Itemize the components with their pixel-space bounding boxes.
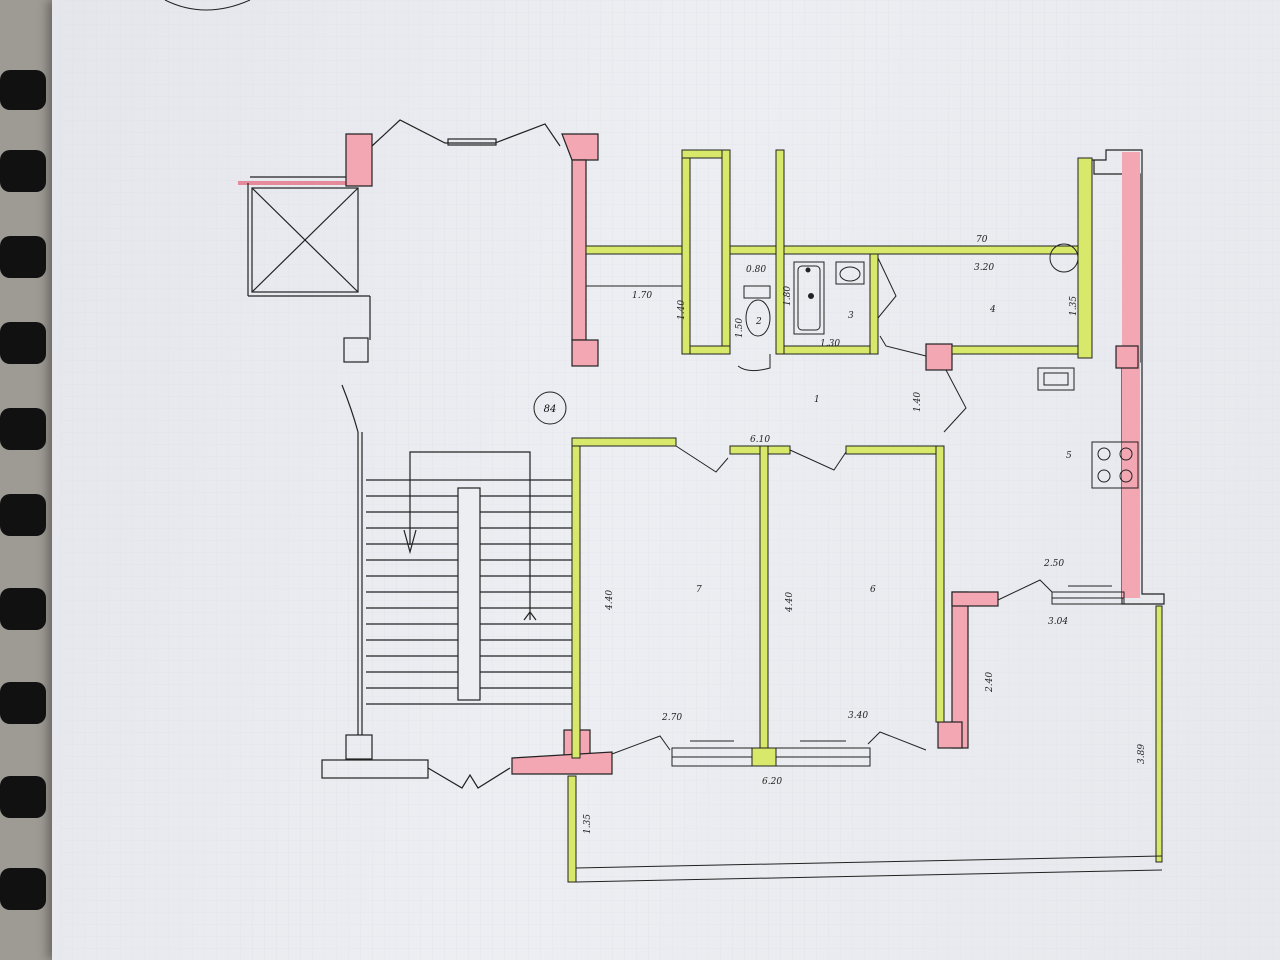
apartment-number-circle — [533, 391, 567, 425]
exterior-walls — [511, 149, 1165, 775]
dim-room6-width: 3.40 — [848, 711, 868, 721]
plan-lines — [575, 257, 1163, 883]
top-arc — [164, 0, 251, 11]
washbasin-icon — [835, 261, 865, 285]
exterior-column — [345, 133, 373, 187]
kitchen-sink-icon — [1037, 367, 1075, 391]
stove-icon — [1091, 441, 1139, 489]
dim-room7-height: 4.40 — [605, 590, 615, 611]
room-label-2: 2 — [755, 317, 762, 327]
stair-arrow-icon — [409, 451, 531, 620]
dim-bath-height: 1.80 — [783, 286, 793, 306]
grid-background — [60, 0, 1280, 960]
room-label-7: 7 — [696, 585, 702, 595]
dim-hall-width: 6.10 — [750, 435, 770, 445]
dim-balcony-side: 3.89 — [1137, 744, 1147, 764]
dim-storage-top: 70 — [976, 235, 988, 245]
dim-wc-height: 1.50 — [735, 318, 745, 338]
dim-loggia-width: 3.04 — [1048, 617, 1068, 627]
room-label-1: 1 — [814, 395, 820, 405]
dim-storage-height: 1.35 — [1069, 296, 1079, 316]
room-label-3: 3 — [848, 311, 854, 321]
dim-room6-height: 4.40 — [785, 592, 795, 613]
spiral-binding — [0, 70, 46, 910]
dim-wc-left-height: 1.40 — [677, 300, 687, 320]
dim-balcony-depth: 1.35 — [583, 814, 593, 834]
apartment-number: 84 — [544, 404, 557, 415]
dim-corridor-width: 1.70 — [632, 291, 652, 301]
dim-storage-width: 3.20 — [974, 263, 994, 273]
dim-balcony-width: 6.20 — [762, 777, 782, 787]
bathtub-icon — [793, 261, 825, 335]
stair-block — [238, 119, 599, 789]
dim-bath-width: 1.30 — [820, 339, 840, 349]
room-label-6: 6 — [870, 585, 876, 595]
room-label-5: 5 — [1066, 451, 1072, 461]
toilet-icon — [743, 285, 771, 337]
partition-walls — [567, 149, 1163, 883]
dim-room7-width: 2.70 — [661, 713, 682, 723]
binding-rings — [0, 70, 46, 910]
elevator-shaft-icon — [251, 187, 359, 293]
ventilation-shaft-icon — [1049, 243, 1079, 273]
dim-hall-height: 1.40 — [913, 392, 923, 412]
dim-wc-width: 0.80 — [746, 265, 766, 275]
entrance-door-top — [371, 119, 561, 147]
room-label-4: 4 — [989, 305, 996, 315]
dim-loggia-height: 2.40 — [985, 672, 995, 693]
dim-kitchen-width: 2.50 — [1043, 559, 1064, 569]
